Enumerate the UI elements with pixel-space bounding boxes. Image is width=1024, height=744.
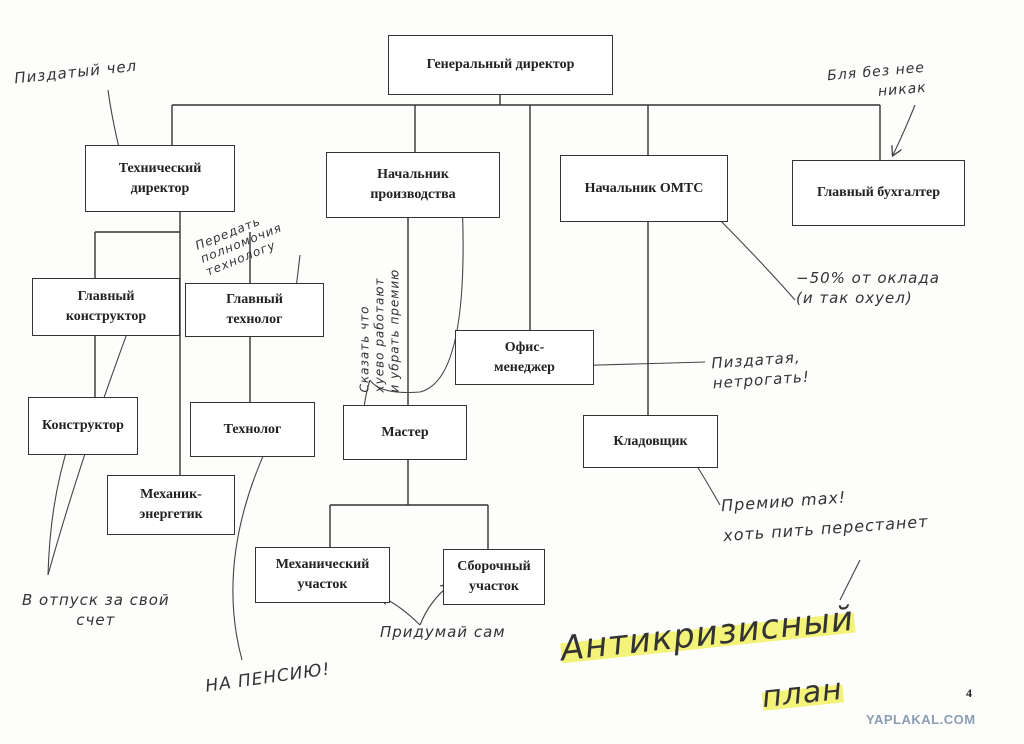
box-technical-director: Технический директор xyxy=(85,145,235,212)
box-head-of-omts: Начальник ОМТС xyxy=(560,155,728,222)
note-sections: Придумай сам xyxy=(380,623,506,641)
box-mechanic-energetic: Механик- энергетик xyxy=(107,475,235,535)
box-designer: Конструктор xyxy=(28,397,138,455)
box-foreman: Мастер xyxy=(343,405,467,460)
box-head-of-production: Начальник производства xyxy=(326,152,500,218)
box-general-director: Генеральный директор xyxy=(388,35,613,95)
box-mechanical-section: Механический участок xyxy=(255,547,390,603)
note-production: Сказать что хуево работают и убрать прем… xyxy=(357,268,402,393)
box-chief-designer: Главный конструктор xyxy=(32,278,180,336)
box-storekeeper: Кладовщик xyxy=(583,415,718,468)
box-chief-technologist: Главный технолог xyxy=(185,283,324,337)
note-accountant: Бля без нее никак xyxy=(826,59,928,100)
watermark: YAPLAKAL.COM xyxy=(866,712,976,727)
page-number: 4 xyxy=(966,686,972,700)
box-office-manager: Офис- менеджер xyxy=(455,330,594,385)
org-connectors xyxy=(94,95,881,549)
note-omts: −50% от оклада (и так охуел) xyxy=(796,269,940,307)
box-technologist: Технолог xyxy=(190,402,315,457)
note-office-manager: Пиздатая, нетрогать! xyxy=(710,348,811,393)
box-assembly-section: Сборочный участок xyxy=(443,549,545,605)
note-designer: В отпуск за свой счет xyxy=(22,591,170,629)
box-chief-accountant: Главный бухгалтер xyxy=(792,160,965,226)
